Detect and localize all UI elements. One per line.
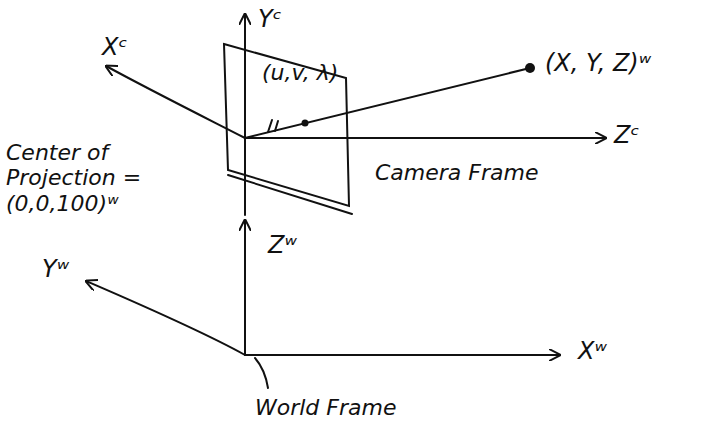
note-label: Center of Projection =(0,0,100)ʷ — [6, 140, 156, 216]
angle-mark — [268, 120, 278, 132]
y-camera-axis — [244, 14, 246, 215]
axis-label: Zᶜ — [614, 122, 639, 150]
curl-stroke — [255, 358, 268, 388]
point-label: (X, Y, Z)ʷ — [545, 50, 651, 78]
axis-label: Zʷ — [268, 232, 297, 260]
x-world-axis — [245, 354, 560, 356]
world-point — [525, 63, 535, 73]
image-point — [302, 120, 309, 127]
point-label: (u,v, λ) — [262, 60, 338, 85]
image-plane — [224, 44, 349, 206]
z-camera-axis — [245, 137, 606, 139]
frame-label: World Frame — [255, 395, 396, 420]
frame-label: Camera Frame — [375, 160, 538, 185]
y-world-axis — [86, 281, 245, 355]
z-world-axis — [244, 220, 246, 355]
axis-label: Xʷ — [578, 338, 607, 366]
axis-label: Yᶜ — [258, 6, 282, 34]
image-plane-edge — [228, 175, 352, 214]
axis-label: Xᶜ — [102, 34, 127, 62]
axis-label: Yʷ — [42, 256, 69, 284]
